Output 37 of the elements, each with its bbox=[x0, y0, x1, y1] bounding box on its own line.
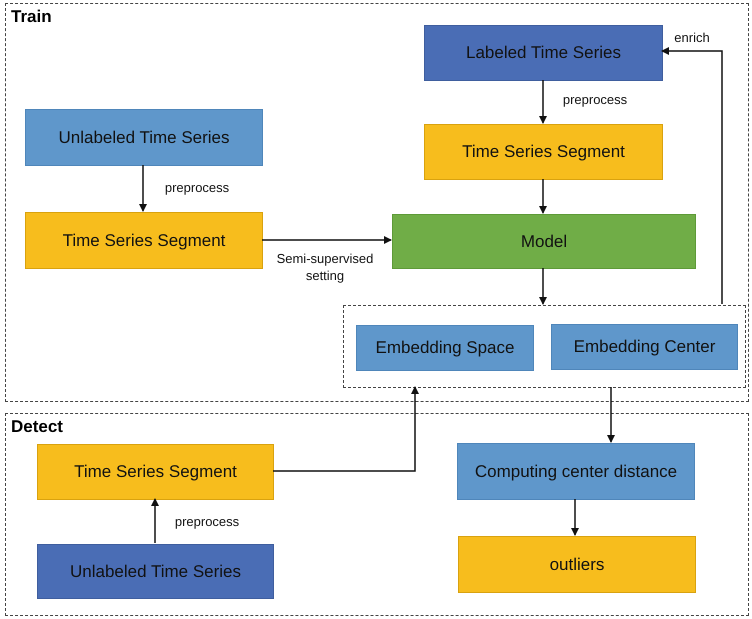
box-label: Embedding Space bbox=[374, 337, 516, 359]
box-label: Labeled Time Series bbox=[465, 42, 622, 64]
arrow bbox=[262, 236, 392, 244]
section-frame bbox=[5, 413, 749, 616]
section-title: Detect bbox=[11, 416, 63, 438]
process-box bbox=[392, 214, 696, 269]
process-box bbox=[458, 536, 696, 593]
arrow bbox=[607, 387, 615, 443]
box-label: Time Series Segment bbox=[461, 141, 626, 163]
box-label: Unlabeled Time Series bbox=[68, 560, 242, 582]
section-frame bbox=[5, 3, 749, 402]
arrow bbox=[139, 165, 147, 212]
arrow bbox=[273, 386, 419, 472]
process-box bbox=[25, 109, 263, 166]
box-label: Computing center distance bbox=[474, 460, 678, 482]
arrow bbox=[539, 179, 547, 214]
process-box bbox=[457, 443, 695, 500]
arrow bbox=[151, 498, 159, 543]
arrow bbox=[661, 47, 723, 304]
arrow bbox=[571, 499, 579, 536]
section-title: Train bbox=[11, 6, 52, 28]
process-box bbox=[551, 324, 738, 370]
process-box bbox=[424, 25, 663, 81]
group-frame bbox=[343, 305, 746, 388]
box-label: Time Series Segment bbox=[62, 230, 226, 252]
arrow bbox=[539, 268, 547, 305]
process-box bbox=[424, 124, 663, 180]
box-label: Unlabeled Time Series bbox=[57, 126, 231, 148]
box-label: outliers bbox=[548, 554, 606, 576]
box-label: Time Series Segment bbox=[73, 461, 238, 483]
process-box bbox=[25, 212, 263, 269]
process-box bbox=[37, 544, 274, 599]
process-box bbox=[37, 444, 274, 500]
arrow bbox=[539, 80, 547, 124]
box-label: Model bbox=[520, 230, 568, 252]
process-box bbox=[356, 325, 534, 371]
box-label: Embedding Center bbox=[572, 336, 716, 358]
